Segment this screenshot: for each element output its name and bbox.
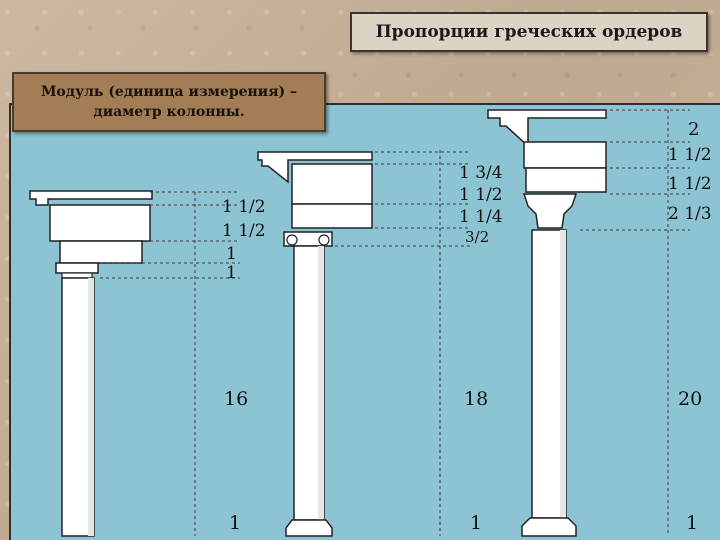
- measure-guides: [100, 109, 690, 536]
- corinthian-label-3: 1 1/2: [668, 174, 712, 194]
- doric-frieze: [49, 204, 151, 242]
- diagram-title-text: Пропорции греческих ордеров: [375, 22, 683, 42]
- ionic-base: [285, 519, 333, 537]
- diagram-title: Пропорции греческих ордеров: [350, 12, 708, 52]
- ionic-label-2: 1 1/2: [459, 185, 503, 205]
- doric-architrave: [59, 240, 143, 264]
- corinthian-shaft-height: 20: [678, 388, 702, 410]
- doric-cornice: [29, 190, 153, 206]
- corinthian-architrave: [525, 167, 607, 193]
- doric-label-2: 1 1/2: [222, 221, 266, 241]
- module-note-line2: диаметр колонны.: [93, 104, 245, 120]
- doric-capital: [55, 262, 99, 274]
- doric-diameter: 1: [229, 512, 241, 534]
- column-ionic: [257, 151, 373, 537]
- ionic-frieze: [291, 163, 373, 205]
- doric-shaft-height: 16: [224, 388, 248, 410]
- corinthian-diameter: 1: [686, 512, 698, 534]
- corinthian-label-2: 1 1/2: [668, 145, 712, 165]
- ionic-label-4: 3/2: [465, 228, 489, 246]
- column-corinthian: [487, 109, 607, 537]
- ionic-label-3: 1 1/4: [459, 207, 503, 227]
- doric-label-1: 1 1/2: [222, 197, 266, 217]
- corinthian-cornice: [487, 109, 607, 148]
- ionic-volute-right: [318, 234, 330, 246]
- ionic-cornice: [257, 151, 373, 184]
- module-note: Модуль (единица измерения) – диаметр кол…: [12, 72, 326, 132]
- corinthian-label-4: 2 1/3: [668, 204, 712, 224]
- ionic-label-1: 1 3/4: [459, 163, 503, 183]
- corinthian-label-1: 2: [688, 119, 699, 140]
- corinthian-base: [521, 517, 577, 537]
- ionic-volute-left: [286, 234, 298, 246]
- doric-label-3: 1: [226, 244, 237, 264]
- corinthian-shaft-shadow: [560, 230, 566, 518]
- ionic-architrave: [291, 203, 373, 229]
- doric-label-4: 1: [226, 263, 237, 283]
- column-doric: [29, 190, 153, 537]
- ionic-shaft-shadow: [318, 246, 324, 520]
- corinthian-capital: [522, 193, 578, 229]
- ionic-shaft-height: 18: [464, 388, 488, 410]
- module-note-line1: Модуль (единица измерения) –: [40, 83, 298, 100]
- ionic-diameter: 1: [470, 512, 482, 534]
- corinthian-frieze: [523, 141, 607, 169]
- doric-shaft-shadow: [88, 278, 94, 536]
